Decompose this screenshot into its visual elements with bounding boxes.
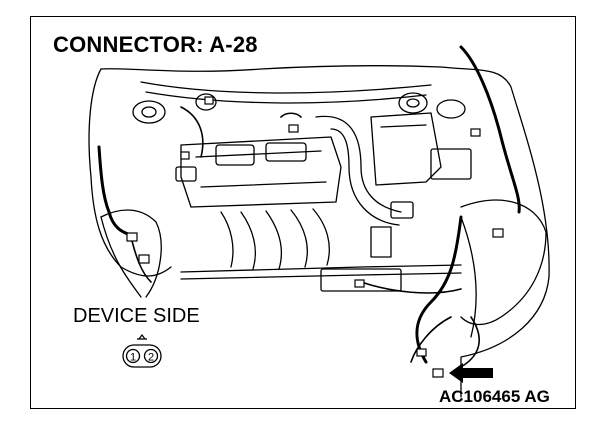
figure-code: AC106465 AG xyxy=(439,387,550,406)
device-side-label: DEVICE SIDE xyxy=(73,305,200,327)
diagram-frame: 1 2 CONNECTOR: A-28 DEVICE SIDE AC106465… xyxy=(30,16,576,409)
target-connector-a28 xyxy=(432,368,444,378)
connector-title: CONNECTOR: A-28 xyxy=(53,32,258,57)
pin-label: 1 xyxy=(130,352,136,364)
pin-label: 2 xyxy=(148,352,154,364)
connector-face-icon xyxy=(122,334,162,368)
engine-bay-illustration: 1 2 xyxy=(88,45,550,398)
pointer-arrow-icon xyxy=(449,363,493,383)
